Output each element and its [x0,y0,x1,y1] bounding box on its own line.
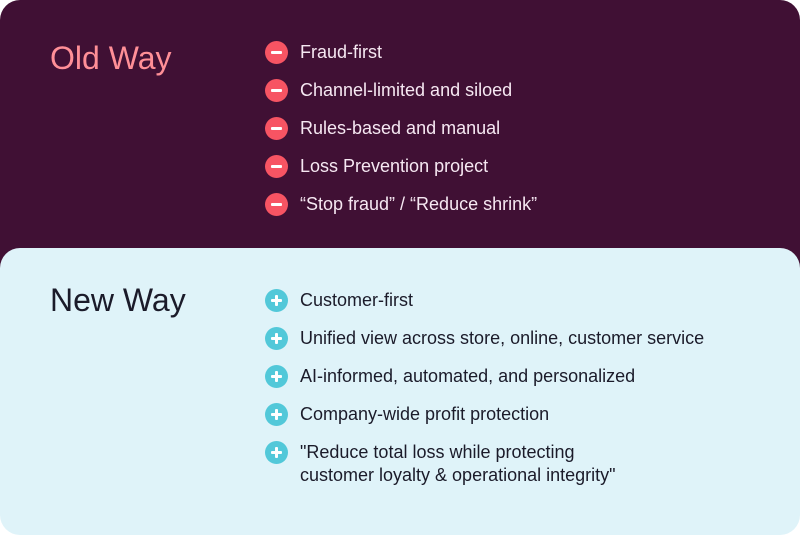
list-item-text: Unified view across store, online, custo… [300,328,705,348]
list-item: Company-wide profit protection [265,403,704,441]
list-item-text: Customer-first [300,290,414,310]
list-item: "Reduce total loss while protecting cust… [265,441,704,501]
list-item-text: "Reduce total loss while protecting cust… [300,442,616,485]
list-item-text: “Stop fraud” / “Reduce shrink” [300,194,538,214]
plus-icon [265,403,288,426]
list-item-text: Rules-based and manual [300,118,501,138]
old-way-list: Fraud-first Channel-limited and siloed R… [265,41,537,231]
plus-icon [265,289,288,312]
list-item-text: AI-informed, automated, and personalized [300,366,636,386]
minus-icon [265,193,288,216]
minus-icon [265,155,288,178]
new-way-title: New Way [50,282,186,318]
list-item-text: Company-wide profit protection [300,404,550,424]
list-item: Loss Prevention project [265,155,537,193]
list-item: Channel-limited and siloed [265,79,537,117]
list-item: Unified view across store, online, custo… [265,327,704,365]
plus-icon [265,327,288,350]
list-item: Rules-based and manual [265,117,537,155]
old-way-title: Old Way [50,40,172,76]
new-way-list: Customer-first Unified view across store… [265,289,704,501]
list-item-text: Channel-limited and siloed [300,80,513,100]
list-item: Customer-first [265,289,704,327]
plus-icon [265,365,288,388]
minus-icon [265,79,288,102]
minus-icon [265,117,288,140]
list-item-text: Loss Prevention project [300,156,489,176]
new-way-panel: New Way Customer-first Unified view acro… [0,248,800,535]
minus-icon [265,41,288,64]
list-item: “Stop fraud” / “Reduce shrink” [265,193,537,231]
old-way-panel: Old Way Fraud-first Channel-limited and … [0,0,800,270]
list-item: Fraud-first [265,41,537,79]
list-item: AI-informed, automated, and personalized [265,365,704,403]
list-item-text: Fraud-first [300,42,383,62]
plus-icon [265,441,288,464]
